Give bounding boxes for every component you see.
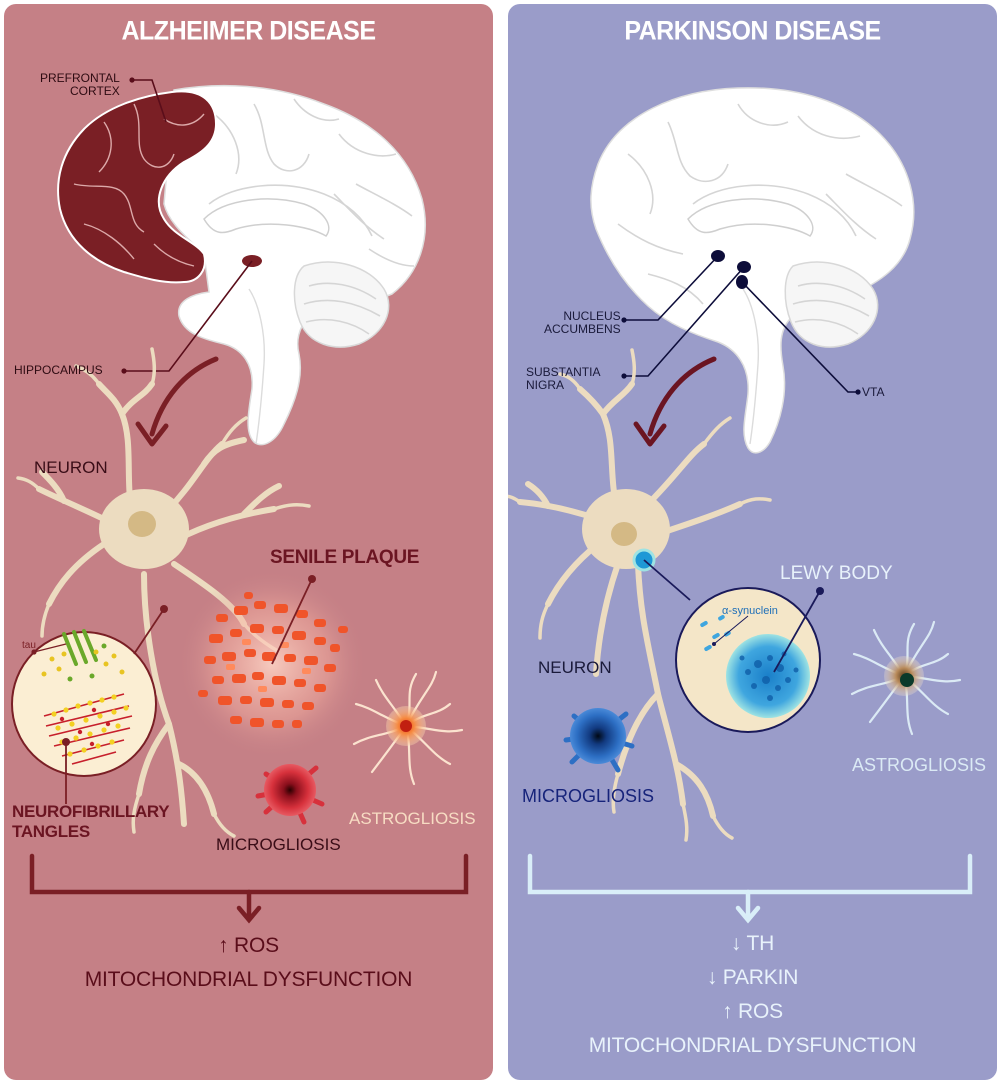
pd-brain: [590, 87, 915, 454]
lewy-body-inset: [643, 559, 824, 733]
nucleus-line2: ACCUMBENS: [544, 322, 621, 337]
parkinson-panel: PARKINSON DISEASE NUCLEUS ACCUMBENS SUBS…: [508, 4, 997, 1080]
senile-plaque-label: SENILE PLAQUE: [270, 547, 420, 568]
prefrontal-label-line1: PREFRONTAL: [40, 71, 120, 85]
alzheimer-panel: ALZHEIMER DISEASE PREFRONTAL CORTEX HIPP…: [4, 4, 493, 1080]
alpha-synuclein-label: α-synuclein: [722, 605, 778, 617]
pd-microglia: [563, 708, 635, 773]
tau-label: tau: [22, 640, 36, 651]
alz-astrogliosis-label: ASTROGLIOSIS: [349, 809, 476, 828]
pd-microgliosis-label: MICROGLIOSIS: [522, 786, 655, 806]
nucleus-accumbens-label: NUCLEUS ACCUMBENS: [544, 309, 621, 337]
parkinson-title: PARKINSON DISEASE: [624, 15, 881, 47]
neurofibrillary-tangles-label: NEUROFIBRILLARY TANGLES: [12, 802, 170, 841]
pd-bracket: [527, 853, 973, 924]
neurofibrillary-inset: [11, 605, 168, 804]
substantia-nigra-label: SUBSTANTIA NIGRA: [526, 365, 601, 393]
alz-neuron-label: NEURON: [34, 458, 108, 477]
substantia-line1: SUBSTANTIA: [526, 365, 601, 379]
alz-astrocyte: [352, 670, 464, 786]
parkinson-illustration: [508, 87, 973, 924]
alz-bracket: [29, 853, 469, 924]
alz-ros-line: ↑ ROS: [218, 934, 279, 957]
prefrontal-cortex-region: [57, 90, 218, 284]
alz-mito-line: MITOCHONDRIAL DYSFUNCTION: [84, 968, 413, 991]
alz-neuron-nucleus: [128, 511, 156, 537]
substantia-line2: NIGRA: [526, 378, 565, 393]
pd-astrocyte: [850, 620, 962, 736]
alz-arrow-down: [135, 356, 219, 447]
hippocampus-label: HIPPOCAMPUS: [14, 363, 103, 377]
lewy-body-label: LEWY BODY: [780, 563, 893, 584]
pd-neuron-nucleus: [611, 522, 637, 546]
pd-mito-line: MITOCHONDRIAL DYSFUNCTION: [588, 1034, 917, 1057]
alzheimer-illustration: [11, 77, 469, 924]
pd-neuron-label: NEURON: [538, 658, 612, 677]
neurofibrillary-line1: NEUROFIBRILLARY: [12, 802, 170, 821]
alz-microgliosis-label: MICROGLIOSIS: [216, 835, 341, 854]
prefrontal-label-line2: CORTEX: [70, 84, 120, 99]
pd-astrogliosis-label: ASTROGLIOSIS: [852, 755, 987, 775]
pd-th-line: ↓ TH: [730, 932, 775, 955]
alz-microglia: [255, 764, 325, 825]
neurofibrillary-line2: TANGLES: [12, 821, 90, 841]
pd-arrow-down: [633, 356, 717, 447]
prefrontal-cortex-label: PREFRONTAL CORTEX: [38, 71, 120, 99]
pd-parkin-line: ↓ PARKIN: [706, 966, 799, 989]
pd-ros-line: ↑ ROS: [722, 1000, 783, 1023]
alzheimer-title: ALZHEIMER DISEASE: [121, 15, 376, 47]
alz-brain: [163, 84, 426, 446]
nucleus-line1: NUCLEUS: [563, 309, 621, 323]
vta-label: VTA: [862, 385, 885, 399]
